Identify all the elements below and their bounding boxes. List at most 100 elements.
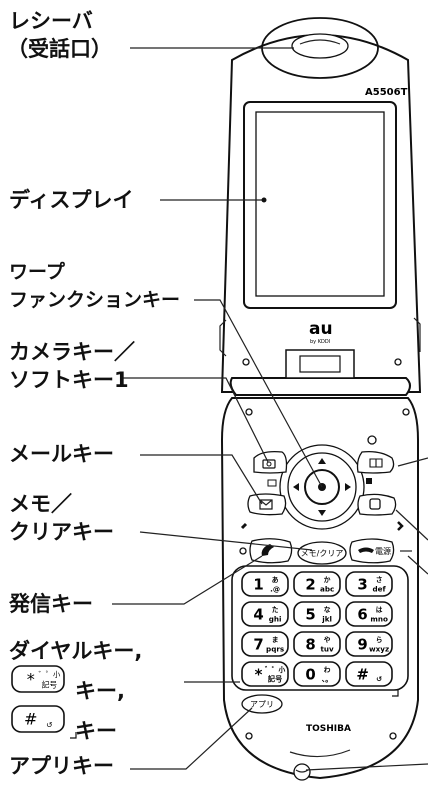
dial-key-7-num: 7 — [253, 635, 263, 653]
dial-key-hash[interactable]: #↺ — [345, 661, 393, 687]
maker-logo: TOSHIBA — [306, 724, 351, 734]
dial-key-2-num: 2 — [305, 575, 315, 593]
dial-key-9-sub: wxyz — [369, 645, 389, 654]
ezweb-key[interactable] — [357, 493, 397, 516]
label-send: 発信キー — [9, 592, 93, 616]
leader-lines — [112, 47, 428, 771]
label-dial: ダイヤルキー, キー, キー — [9, 639, 143, 743]
softkey-icon — [267, 479, 277, 487]
dial-key-6-sub: mno — [370, 615, 388, 624]
leader-app — [130, 707, 253, 770]
camera-icon — [262, 459, 276, 469]
phonebook-key[interactable] — [356, 450, 395, 474]
dial-key-1-sub: .@ — [270, 585, 280, 594]
inline-key-hash[interactable]: #↺ — [11, 705, 65, 733]
leader-right-3 — [407, 555, 428, 575]
dial-key-0-sub: 、。 — [322, 675, 333, 684]
power-label: 電源 — [375, 547, 391, 556]
dial-key-8-sub: tuv — [320, 645, 334, 654]
leader-warp — [194, 299, 323, 488]
dial-key-1-kana: あ — [272, 575, 279, 584]
dial-key-star[interactable]: *゛゜小記号 — [241, 661, 289, 687]
dial-key-3-kana: さ — [376, 575, 383, 584]
inline-star-key-icon: * ゛゜小記号 — [11, 665, 65, 693]
phone-handset-icon — [261, 544, 274, 556]
leader-camera — [120, 377, 269, 463]
display-screen — [255, 111, 385, 297]
dial-key-9-kana: ら — [376, 636, 383, 644]
label-dial-hash: キー — [75, 719, 117, 743]
nav-down-arrow — [318, 510, 326, 516]
label-receiver: レシーバ （受話口） — [7, 9, 112, 61]
keypad-frame — [231, 565, 409, 691]
dial-key-5-kana: な — [324, 605, 331, 614]
inline-key-star-kana: ゛゜小 — [39, 670, 62, 679]
inline-hash-key-icon: #↺ — [11, 705, 77, 739]
app-key-label: アプリ — [250, 700, 274, 709]
dial-key-0[interactable]: 0 わ、。 — [293, 661, 341, 687]
book-icon — [369, 458, 383, 468]
dial-key-7-sub: pqrs — [266, 645, 284, 654]
dial-key-9-num: 9 — [357, 635, 367, 653]
label-mail: メールキー — [9, 442, 114, 466]
nav-left-arrow — [293, 483, 299, 491]
upper-screw-right — [394, 358, 402, 366]
dial-key-1-num: 1 — [253, 575, 263, 593]
label-memo: メモ／ クリアキー — [9, 492, 114, 544]
dial-key-7-kana: ま — [272, 635, 279, 644]
label-app: アプリキー — [9, 754, 114, 778]
dial-key-4-kana: た — [272, 606, 279, 614]
dial-key-0-kana: わ — [324, 666, 331, 674]
ezweb-icon — [369, 498, 381, 510]
app-key[interactable]: アプリ — [241, 694, 283, 714]
inline-key-star[interactable]: * ゛゜小記号 — [11, 665, 65, 693]
dial-key-star-num: * — [255, 665, 263, 683]
power-end-key[interactable]: 電源 — [349, 538, 395, 564]
inline-key-hash-sub: ↺ — [46, 720, 53, 729]
leader-right-2 — [395, 509, 428, 541]
dial-key-6-num: 6 — [357, 605, 367, 623]
nav-up-arrow — [318, 458, 326, 464]
label-display: ディスプレイ — [9, 188, 134, 212]
dial-key-4-num: 4 — [253, 605, 263, 623]
dial-key-5-sub: jkl — [321, 615, 332, 624]
dial-key-3-num: 3 — [357, 575, 367, 593]
inline-key-star-sub: 記号 — [42, 679, 58, 689]
dial-key-2-kana: か — [324, 576, 331, 584]
receiver — [291, 33, 349, 59]
leader-send — [112, 555, 263, 605]
camera-key[interactable] — [253, 450, 288, 474]
leader-mail — [140, 454, 263, 505]
mail-icon — [259, 499, 273, 510]
dial-key-2-sub: abc — [320, 585, 334, 594]
dial-key-hash-sub: ↺ — [376, 675, 382, 684]
dial-key-0-num: 0 — [305, 665, 315, 683]
leader-right-1 — [397, 457, 428, 467]
leader-memo — [139, 531, 313, 551]
dial-key-star-sub: 記号 — [268, 675, 282, 684]
dial-key-8-num: 8 — [305, 635, 315, 653]
dial-key-hash-num: # — [356, 665, 368, 683]
hinge — [229, 377, 411, 396]
au-logo: au — [309, 319, 333, 339]
label-dial-star: キー, — [75, 679, 125, 703]
memo-clear-key[interactable]: メモ/クリア — [297, 541, 347, 565]
model-name: A5506T — [365, 87, 408, 98]
mail-key[interactable] — [247, 493, 287, 516]
dial-key-6-kana: は — [376, 606, 383, 614]
nav-right-arrow — [345, 483, 351, 491]
dial-key-4-sub: ghi — [269, 615, 282, 624]
dial-key-5-num: 5 — [305, 605, 315, 623]
inline-key-star-num: * — [27, 670, 35, 689]
label-warp: ワープ ファンクションキー — [9, 261, 181, 311]
